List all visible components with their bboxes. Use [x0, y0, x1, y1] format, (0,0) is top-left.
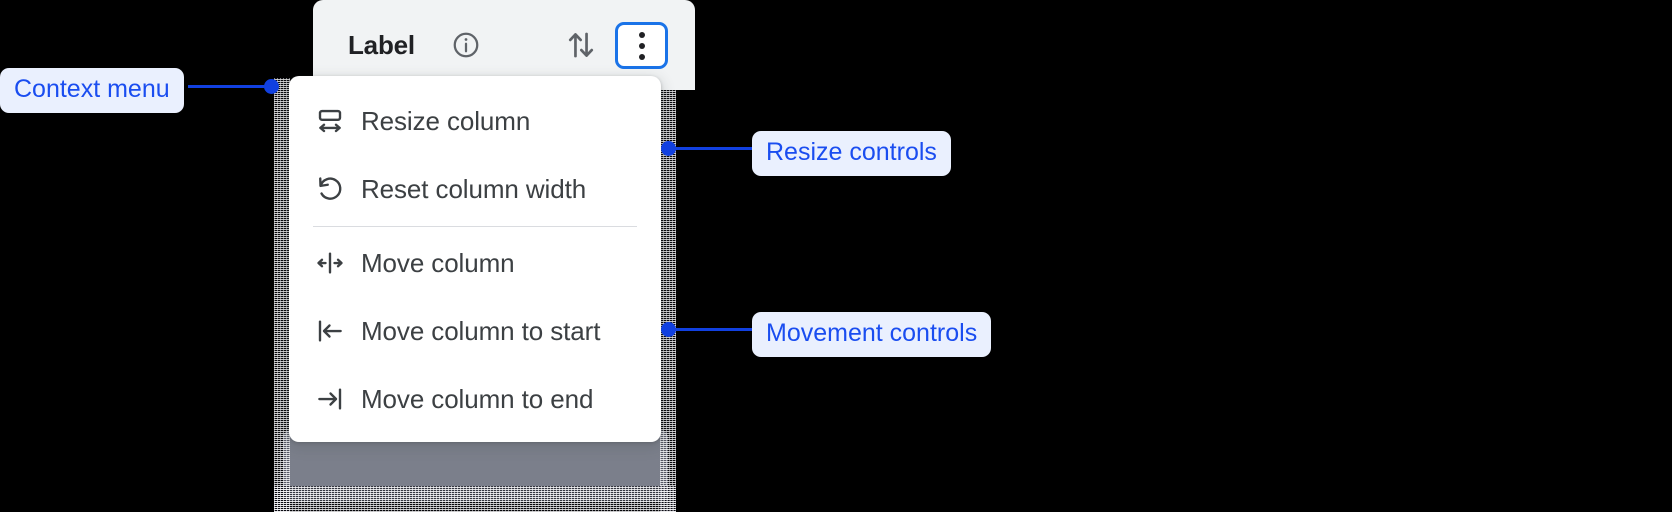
menu-item-move-column-to-end[interactable]: Move column to end — [289, 372, 661, 426]
leader-line-context-menu — [188, 85, 268, 88]
dither-fringe-right — [660, 78, 676, 512]
dither-fringe-left — [274, 78, 290, 512]
reset-rotate-ccw-icon — [313, 172, 347, 206]
resize-column-icon — [313, 104, 347, 138]
annotation-resize-controls: Resize controls — [752, 131, 951, 176]
leader-line-resize-controls — [668, 147, 754, 150]
leader-dot-context-menu — [264, 79, 279, 94]
menu-item-label: Resize column — [361, 105, 531, 136]
menu-item-move-column[interactable]: Move column — [289, 236, 661, 290]
menu-item-label: Move column — [361, 247, 515, 278]
column-context-menu: Resize column Reset column width — [289, 76, 661, 442]
menu-item-move-column-to-start[interactable]: Move column to start — [289, 304, 661, 358]
menu-item-label: Move column to end — [361, 383, 594, 414]
annotation-movement-controls: Movement controls — [752, 312, 992, 357]
column-header-bar: Label — [313, 0, 695, 90]
sort-updown-icon[interactable] — [562, 26, 600, 64]
annotation-context-menu: Context menu — [0, 68, 184, 113]
column-header-label: Label — [348, 30, 415, 60]
move-to-start-icon — [313, 314, 347, 348]
move-to-end-icon — [313, 382, 347, 416]
kebab-more-vertical-icon — [638, 31, 645, 60]
menu-item-resize-column[interactable]: Resize column — [289, 94, 661, 148]
dither-fringe-bottom — [274, 486, 676, 512]
menu-divider — [313, 226, 637, 227]
menu-item-label: Reset column width — [361, 173, 587, 204]
menu-item-label: Move column to start — [361, 315, 601, 346]
move-left-right-icon — [313, 246, 347, 280]
column-menu-button[interactable] — [615, 22, 668, 69]
info-circle-icon[interactable] — [451, 30, 481, 60]
menu-item-reset-column-width[interactable]: Reset column width — [289, 162, 661, 216]
leader-line-movement-controls — [668, 328, 754, 331]
